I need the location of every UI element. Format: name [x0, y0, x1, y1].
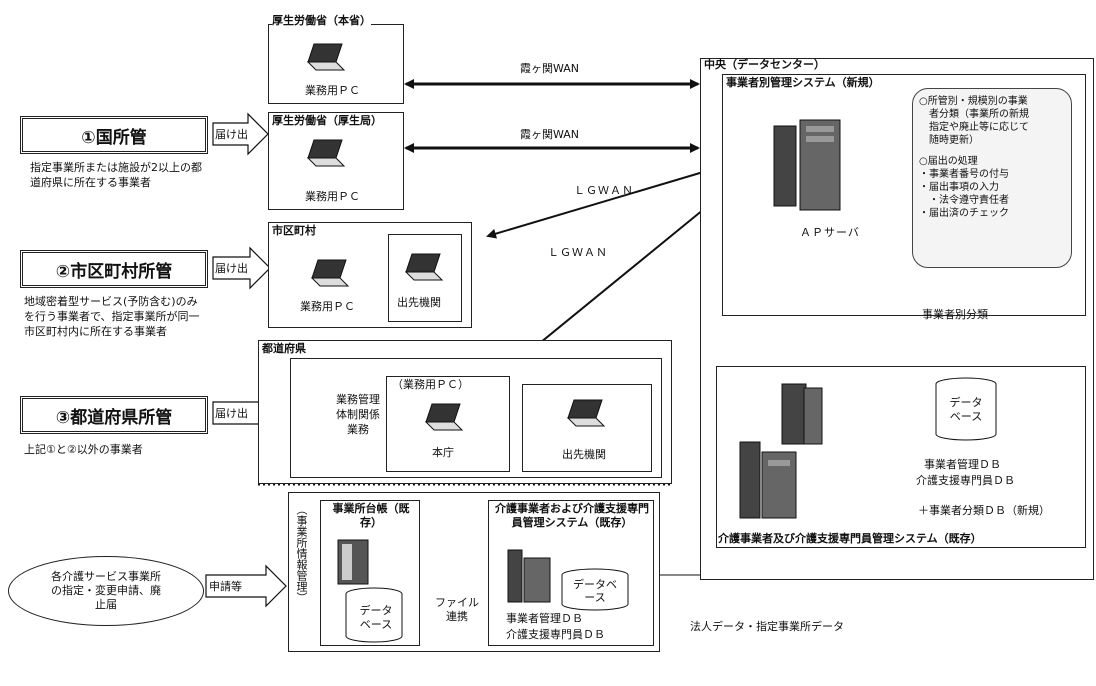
database-icon [934, 376, 998, 442]
note-line: 指定や廃止等に応じて [929, 122, 1029, 133]
category-municipal: ②市区町村所管 [20, 250, 208, 288]
server-icon [506, 548, 552, 604]
submit-label-1: 届け出 [215, 128, 248, 141]
processing-note: ○所管別・規模別の事業 者分類（事業所の新規 指定や廃止等に応じて 随時更新） … [912, 88, 1072, 268]
submit-arrow-1 [212, 112, 269, 156]
laptop-icon [306, 42, 346, 72]
ledger-title: 事業所台帳（既存） [332, 502, 410, 529]
category-municipal-desc: 地域密着型サービス(予防含む)のみを行う事業者で、指定事業所が同一市区町村内に所… [24, 295, 200, 338]
lgwan-label-2: ＬＧＷＡＮ [548, 246, 608, 259]
note-line: ○届出の処理 [919, 156, 978, 167]
existing-care-title: 介護事業者及び介護支援専門員管理システム（既存） [718, 532, 982, 545]
laptop-icon [306, 138, 346, 168]
application-oval: 各介護サービス事業所の指定・変更申請、廃止届 [8, 556, 204, 626]
submit-arrow-4 [205, 564, 287, 608]
wan-label-2: 霞ヶ関WAN [520, 128, 580, 141]
city-title: 市区町村 [272, 224, 316, 237]
classify-label: 事業者別分類 [922, 308, 988, 321]
note-line: ・法令遵守責任者 [929, 195, 1009, 206]
datacenter-title: 中央（データセンター） [704, 58, 825, 71]
existing-sys-db-label: データベース [573, 578, 617, 604]
center-db-item-2: 介護支援専門員ＤＢ [916, 474, 1015, 487]
city-branch: 出先機関 [397, 296, 441, 309]
existing-sys-item-1: 事業者管理ＤＢ [506, 612, 583, 625]
mhlw-bureau-pc: 業務用ＰＣ [305, 190, 360, 203]
pref-branch: 出先機関 [562, 448, 606, 461]
center-db-item-1: 事業者管理ＤＢ [924, 458, 1001, 471]
submit-label-3: 届け出 [215, 407, 248, 420]
pref-pc-group-box [386, 376, 510, 472]
existing-sys-item-2: 介護支援専門員ＤＢ [506, 628, 605, 641]
city-pc: 業務用ＰＣ [300, 300, 355, 313]
category-prefectural-label: ③都道府県所管 [55, 407, 173, 428]
database-icon [344, 586, 404, 644]
wan-label-1: 霞ヶ関WAN [520, 62, 580, 75]
laptop-icon [566, 398, 606, 428]
category-national: ①国所管 [20, 116, 208, 154]
category-prefectural: ③都道府県所管 [20, 396, 208, 434]
facility-mgmt-vertical: （事業所情報管理） [295, 504, 308, 603]
lgwan-label-1: ＬＧＷＡＮ [574, 184, 634, 197]
pref-hq: 本庁 [432, 446, 454, 459]
note-line [919, 147, 1065, 155]
pref-task: 業務管理体制関係業務 [336, 393, 380, 436]
mhlw-main-pc: 業務用ＰＣ [305, 84, 360, 97]
pref-title: 都道府県 [262, 342, 306, 355]
mhlw-bureau-title: 厚生労働省（厚生局） [272, 114, 382, 127]
submit-label-2: 届け出 [215, 262, 248, 275]
existing-sys-title: 介護事業者および介護支援専門員管理システム（既存） [495, 502, 649, 529]
data-flow-label: 法人データ・指定事業所データ [690, 620, 844, 633]
category-national-label: ①国所管 [81, 127, 147, 148]
pref-branch-box [522, 384, 652, 472]
center-db-new: ＋事業者分類ＤＢ（新規） [918, 504, 1050, 517]
file-link-label: ファイル連携 [435, 596, 479, 623]
note-line: ・事業者番号の付与 [919, 169, 1009, 180]
database-icon [560, 568, 630, 612]
laptop-icon [404, 252, 444, 282]
new-system-title: 事業者別管理システム（新規） [726, 76, 880, 89]
note-line: 者分類（事業所の新規 [929, 109, 1029, 120]
application-oval-label: 各介護サービス事業所の指定・変更申請、廃止届 [51, 570, 161, 611]
note-line: ・届出済のチェック [919, 208, 1009, 219]
category-municipal-label: ②市区町村所管 [55, 261, 173, 282]
note-line: ○所管別・規模別の事業 [919, 96, 1028, 107]
category-national-desc: 指定事業所または施設が2以上の都道府県に所在する事業者 [30, 161, 202, 189]
laptop-icon [424, 402, 464, 432]
pref-pc-group: （業務用ＰＣ） [392, 378, 469, 391]
server-icon [770, 118, 850, 214]
submit-label-4: 申請等 [209, 580, 242, 593]
submit-arrow-2 [212, 246, 271, 290]
mhlw-main-title: 厚生労働省（本省） [272, 14, 371, 28]
server-icon [738, 382, 828, 522]
server-icon [336, 538, 372, 586]
ap-server-label: ＡＰサーバ [800, 226, 860, 239]
category-prefectural-desc: 上記①と②以外の事業者 [24, 443, 143, 456]
note-line: ・届出事項の入力 [919, 182, 999, 193]
laptop-icon [310, 258, 350, 288]
center-db-label: データベース [949, 396, 983, 423]
note-line: 随時更新） [929, 135, 979, 146]
ledger-db-label: データベース [359, 604, 393, 631]
